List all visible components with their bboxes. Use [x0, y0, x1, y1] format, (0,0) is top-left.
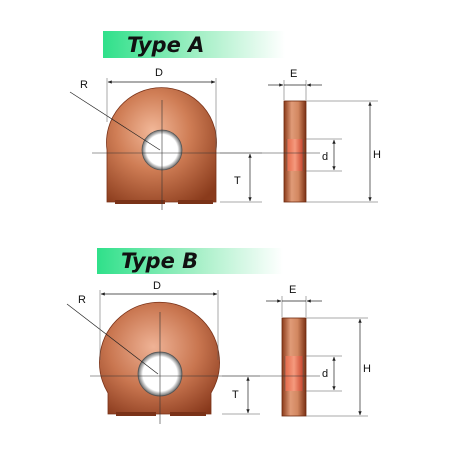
type-b-base-notch-left	[116, 412, 156, 416]
type-b-diameter-label: D	[153, 280, 161, 292]
type-a-banner	[103, 31, 285, 58]
type-a-diameter-label: D	[155, 67, 163, 79]
type-b-radius-leader	[66, 303, 159, 375]
type-a-base-notch-left	[115, 200, 165, 204]
type-a-base-notch-right	[178, 200, 213, 204]
type-a-side-hole	[287, 139, 303, 171]
type-a-thickness-label: E	[290, 68, 297, 80]
type-a-title: Type A	[127, 33, 204, 57]
type-a-base-label: T	[234, 175, 241, 187]
type-b-banner	[97, 248, 283, 274]
type-b-base-label: T	[232, 389, 239, 401]
type-b-diagram: Type B R D T E	[66, 248, 371, 424]
type-a-diagram: Type A R D T E	[69, 31, 381, 210]
type-a-radius-label: R	[80, 79, 88, 91]
type-b-hole-label: d	[322, 368, 328, 380]
type-a-hole-label: d	[322, 151, 328, 163]
type-a-height-label: H	[373, 149, 381, 161]
type-b-radius-label: R	[78, 294, 86, 306]
type-b-height-label: H	[363, 363, 371, 375]
type-b-side-hole	[285, 356, 303, 391]
type-b-thickness-label: E	[289, 284, 296, 296]
type-b-title: Type B	[121, 249, 198, 273]
type-a-radius-leader	[69, 91, 161, 151]
type-b-base-notch-right	[170, 412, 206, 416]
